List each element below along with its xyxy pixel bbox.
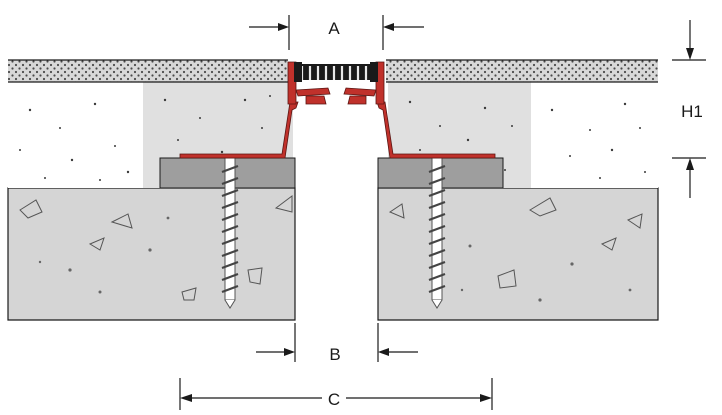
dimension-a: [249, 15, 424, 50]
surface-layer-right: [386, 59, 658, 83]
dimension-c: [179, 378, 493, 410]
surface-layer-left: [8, 59, 288, 83]
dimension-h1: [672, 20, 706, 198]
base-concrete-slab-left: [7, 187, 296, 321]
label-a: A: [328, 19, 340, 38]
concrete-aggregate-fill: [38, 216, 632, 302]
base-concrete-slab-right: [377, 187, 659, 321]
label-b: B: [329, 345, 340, 364]
screed-layer-right: [388, 82, 658, 188]
screed-layer-left: [8, 82, 293, 188]
dimension-b: [256, 323, 418, 362]
concrete-aggregate: [19, 195, 643, 301]
label-h1: H1: [681, 102, 703, 121]
rubber-seal: [294, 62, 378, 82]
label-c: C: [328, 390, 340, 409]
